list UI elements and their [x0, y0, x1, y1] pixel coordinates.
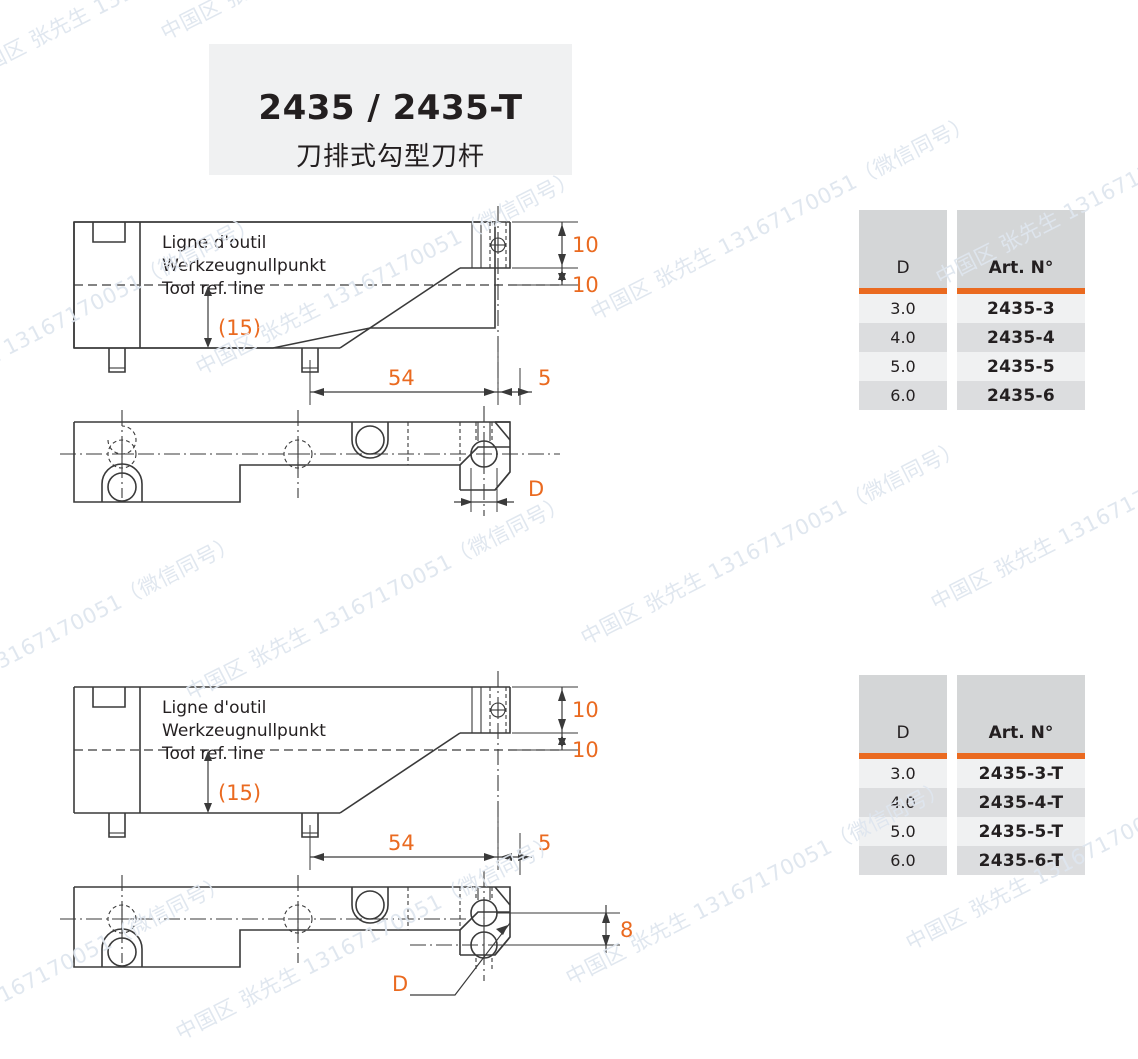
dim-10-upper: 10 [572, 233, 599, 257]
table-standard: D Art. N° 3.0 2435-3 4.0 2435-4 5.0 2435… [859, 210, 1085, 410]
accent-rule-d [859, 753, 947, 759]
column-gap [947, 759, 957, 788]
cell-art: 2435-4 [957, 323, 1085, 352]
table-row[interactable]: 4.0 2435-4-T [859, 788, 1085, 817]
watermark-text: 中国区 张先生 13167170051（微信同号） [555, 0, 947, 7]
table-row[interactable]: 5.0 2435-5 [859, 352, 1085, 381]
column-gap [947, 210, 957, 288]
column-gap [947, 352, 957, 381]
header-cell-art: Art. N° [957, 675, 1085, 753]
table-accent-rule-row [859, 288, 1085, 294]
column-gap [947, 788, 957, 817]
note-line-fr: Ligne d'outil [162, 698, 266, 718]
header-label-d: D [896, 258, 910, 278]
cell-d: 5.0 [859, 817, 947, 846]
cell-art: 2435-3 [957, 294, 1085, 323]
cell-art: 2435-5 [957, 352, 1085, 381]
dim-D: D [392, 972, 408, 996]
table-row[interactable]: 6.0 2435-6 [859, 381, 1085, 410]
accent-rule-art [957, 288, 1085, 294]
header-label-art: Art. N° [988, 258, 1054, 278]
column-gap [947, 846, 957, 875]
dim-8: 8 [620, 918, 633, 942]
cell-art: 2435-6-T [957, 846, 1085, 875]
header-cell-d: D [859, 675, 947, 753]
header-label-d: D [896, 723, 910, 743]
cell-d: 3.0 [859, 759, 947, 788]
table-header-row: D Art. N° [859, 210, 1085, 288]
table-header-row: D Art. N° [859, 675, 1085, 753]
column-gap [947, 294, 957, 323]
accent-rule-art [957, 753, 1085, 759]
column-gap [947, 323, 957, 352]
dim-15: (15) [218, 781, 261, 805]
title-block: 2435 / 2435-T 刀排式勾型刀杆 [209, 44, 572, 175]
cell-d: 4.0 [859, 323, 947, 352]
header-cell-art: Art. N° [957, 210, 1085, 288]
header-cell-d: D [859, 210, 947, 288]
cell-d: 3.0 [859, 294, 947, 323]
column-gap [947, 675, 957, 753]
column-gap [947, 288, 957, 294]
dim-10-upper: 10 [572, 698, 599, 722]
column-gap [947, 381, 957, 410]
dim-5: 5 [538, 831, 551, 855]
page-subtitle: 刀排式勾型刀杆 [295, 142, 485, 172]
table-row[interactable]: 6.0 2435-6-T [859, 846, 1085, 875]
page-title: 2435 / 2435-T [258, 88, 523, 128]
dim-10-lower: 10 [572, 738, 599, 762]
dim-10-lower: 10 [572, 273, 599, 297]
dim-15: (15) [218, 316, 261, 340]
cell-d: 5.0 [859, 352, 947, 381]
cell-art: 2435-3-T [957, 759, 1085, 788]
dim-54: 54 [388, 831, 415, 855]
table-row[interactable]: 5.0 2435-5-T [859, 817, 1085, 846]
cell-art: 2435-5-T [957, 817, 1085, 846]
drawing-standard: Ligne d'outil Werkzeugnullpunkt Tool ref… [60, 206, 599, 516]
column-gap [947, 753, 957, 759]
dim-54: 54 [388, 366, 415, 390]
table-row[interactable]: 3.0 2435-3 [859, 294, 1085, 323]
note-line-en: Tool ref. line [161, 744, 264, 764]
note-line-en: Tool ref. line [161, 279, 264, 299]
cell-d: 4.0 [859, 788, 947, 817]
dim-5: 5 [538, 366, 551, 390]
cell-d: 6.0 [859, 846, 947, 875]
note-line-de: Werkzeugnullpunkt [162, 721, 326, 741]
table-t: D Art. N° 3.0 2435-3-T 4.0 2435-4-T 5.0 … [859, 675, 1085, 875]
table-row[interactable]: 3.0 2435-3-T [859, 759, 1085, 788]
drawing-t: Ligne d'outil Werkzeugnullpunkt Tool ref… [60, 671, 633, 996]
note-line-fr: Ligne d'outil [162, 233, 266, 253]
watermark-text: 中国区 张先生 13167170051（微信同号） [926, 400, 1138, 615]
note-line-de: Werkzeugnullpunkt [162, 256, 326, 276]
table-row[interactable]: 4.0 2435-4 [859, 323, 1085, 352]
column-gap [947, 817, 957, 846]
watermark-text: 中国区 张先生 13167170051（微信同号） [155, 0, 547, 47]
cell-art: 2435-4-T [957, 788, 1085, 817]
dim-D: D [528, 477, 544, 501]
accent-rule-d [859, 288, 947, 294]
header-label-art: Art. N° [988, 723, 1054, 743]
cell-art: 2435-6 [957, 381, 1085, 410]
table-accent-rule-row [859, 753, 1085, 759]
cell-d: 6.0 [859, 381, 947, 410]
